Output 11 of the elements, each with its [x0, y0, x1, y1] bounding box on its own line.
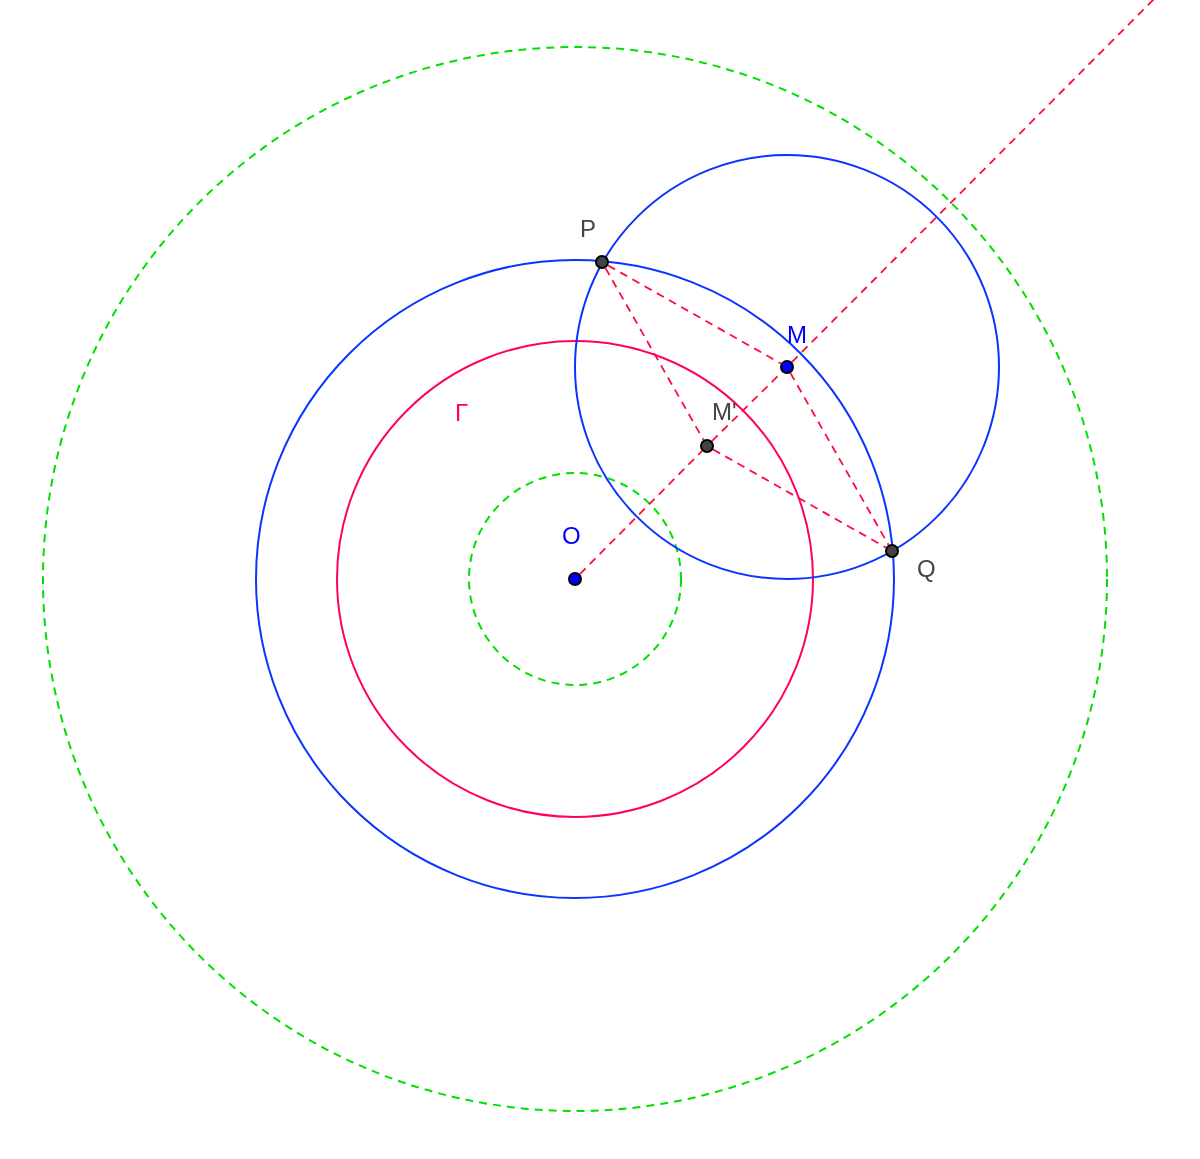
dashed-line [712, 448, 887, 549]
point-label: M [787, 322, 807, 348]
dashed-line [604, 267, 705, 441]
dashed-line [607, 264, 782, 365]
dashed-line [789, 372, 890, 546]
point-label: Q [917, 556, 936, 582]
point-label: P [580, 216, 596, 242]
point-label: M' [712, 399, 737, 425]
point-label: O [562, 523, 581, 549]
dashed-line [579, 450, 703, 575]
circle-label: Γ [455, 399, 469, 427]
